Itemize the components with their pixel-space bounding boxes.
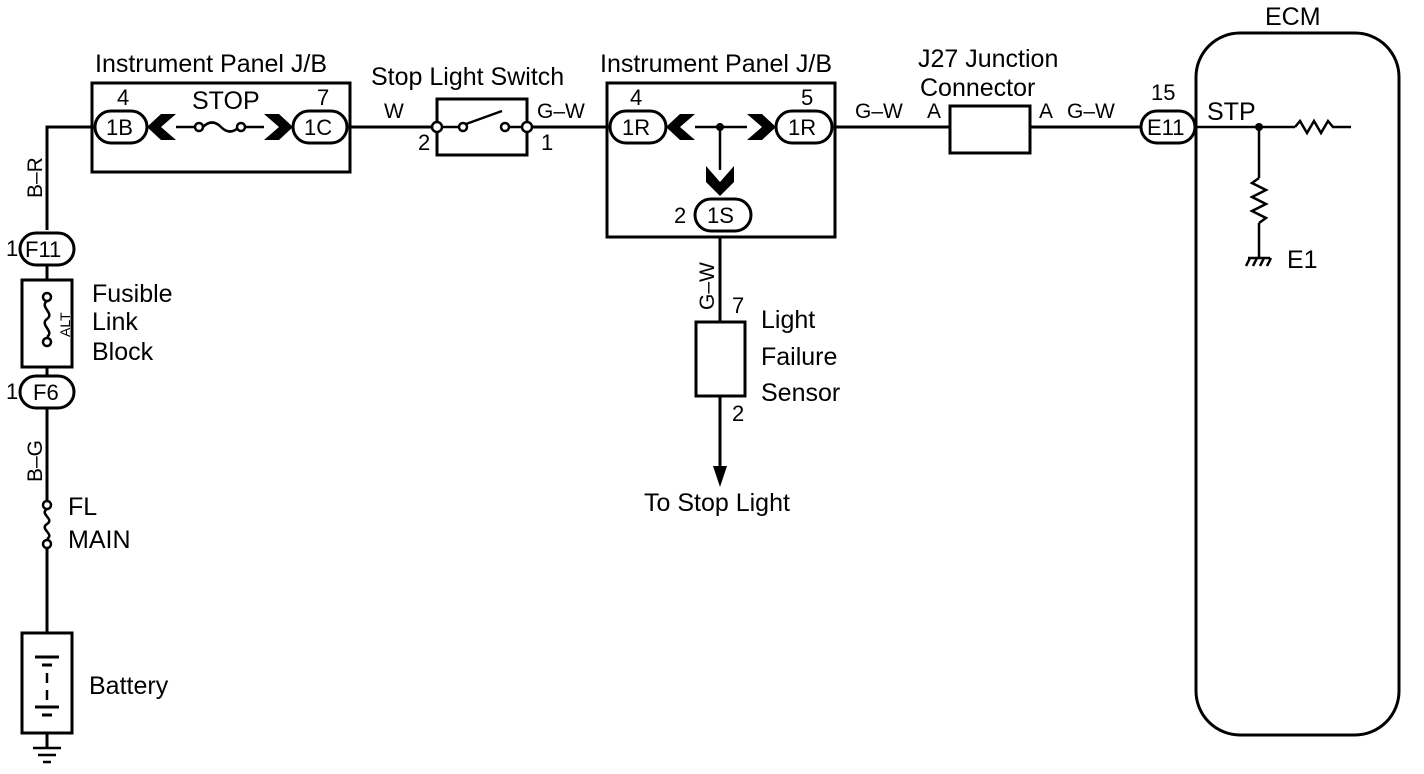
ecm: ECM 15 E11 STP E1 (1139, 3, 1401, 737)
connector-e11: E11 (1147, 115, 1185, 140)
pin-1b: 4 (117, 85, 129, 110)
lfs-label-2: Failure (761, 343, 837, 371)
ground-icon (1244, 256, 1273, 267)
resistor-icon (1294, 118, 1351, 136)
fl-label-2: MAIN (68, 526, 131, 554)
stop-fuse-label: STOP (192, 87, 260, 115)
connector-1c: 1C (304, 115, 332, 140)
alt-label: ALT (57, 312, 73, 337)
j27-junction-connector: J27 Junction Connector G–W A A G–W (855, 45, 1115, 155)
stop-light-switch: Stop Light Switch 2 1 W G–W (371, 63, 585, 157)
wire-gw-2: G–W (855, 100, 903, 123)
chevron-down-icon (706, 166, 734, 196)
wire-w: W (384, 100, 404, 123)
wire-gw-1: G–W (537, 100, 585, 123)
connector-1b: 1B (106, 115, 133, 140)
chevron-right-icon (264, 114, 293, 140)
resistor-icon (1249, 176, 1269, 225)
wire-gw-3: G–W (1067, 100, 1115, 123)
chevron-right-icon (747, 114, 776, 140)
ip-jb-right: Instrument Panel J/B 4 5 1R 1R 1S 2 (600, 50, 837, 239)
light-failure-sensor: G–W 7 2 Light Failure Sensor To Stop Lig… (644, 262, 840, 517)
wire-br: B–R (24, 157, 47, 198)
j27-pin-a-left: A (927, 100, 941, 123)
switch-pin-2: 2 (418, 130, 430, 155)
connector-1s: 1S (707, 203, 734, 228)
ip-jb-right-label: Instrument Panel J/B (600, 50, 832, 78)
to-stop-light-label: To Stop Light (644, 489, 790, 517)
pin-f11: 1 (6, 236, 18, 261)
e1-label: E1 (1287, 246, 1318, 274)
fusible-label-2: Link (92, 308, 138, 336)
battery-label: Battery (89, 672, 169, 700)
pin-1r-left: 4 (630, 85, 642, 110)
ip-jb-left: Instrument Panel J/B 4 7 1B 1C STOP (90, 50, 352, 174)
lfs-pin-2: 2 (732, 401, 744, 426)
fl-label-1: FL (68, 493, 97, 521)
ecm-label: ECM (1265, 3, 1321, 31)
chevron-left-icon (147, 114, 176, 140)
wire-gw-vertical: G–W (696, 262, 719, 310)
connector-1r-left: 1R (622, 115, 650, 140)
switch-pin-1: 1 (541, 130, 553, 155)
pin-f6: 1 (6, 379, 18, 404)
j27-label-1: J27 Junction (918, 45, 1058, 73)
ground-icon (33, 746, 61, 764)
pin-1c: 7 (317, 85, 329, 110)
battery-icon (35, 655, 59, 717)
connector-1r-right: 1R (788, 115, 816, 140)
fusible-label-1: Fusible (92, 280, 173, 308)
fusible-label-3: Block (92, 338, 154, 366)
lfs-pin-7: 7 (732, 293, 744, 318)
stop-light-switch-label: Stop Light Switch (371, 63, 564, 91)
power-supply-column: B–R 1 F11 ALT Fusible Link Block 1 F6 B–… (6, 157, 173, 764)
j27-pin-a-right: A (1039, 100, 1053, 123)
connector-f11: F11 (25, 237, 61, 262)
pin-1s: 2 (674, 203, 686, 228)
pin-e11: 15 (1151, 80, 1175, 105)
ip-jb-left-label: Instrument Panel J/B (95, 50, 327, 78)
pin-1r-right: 5 (801, 85, 813, 110)
lfs-label-3: Sensor (761, 379, 840, 407)
chevron-left-icon (666, 114, 695, 140)
wires (45, 125, 1143, 633)
lfs-label-1: Light (761, 306, 815, 334)
wire-bg: B–G (24, 440, 47, 482)
j27-label-2: Connector (920, 74, 1035, 102)
stp-label: STP (1207, 98, 1256, 126)
connector-f6: F6 (33, 380, 59, 405)
